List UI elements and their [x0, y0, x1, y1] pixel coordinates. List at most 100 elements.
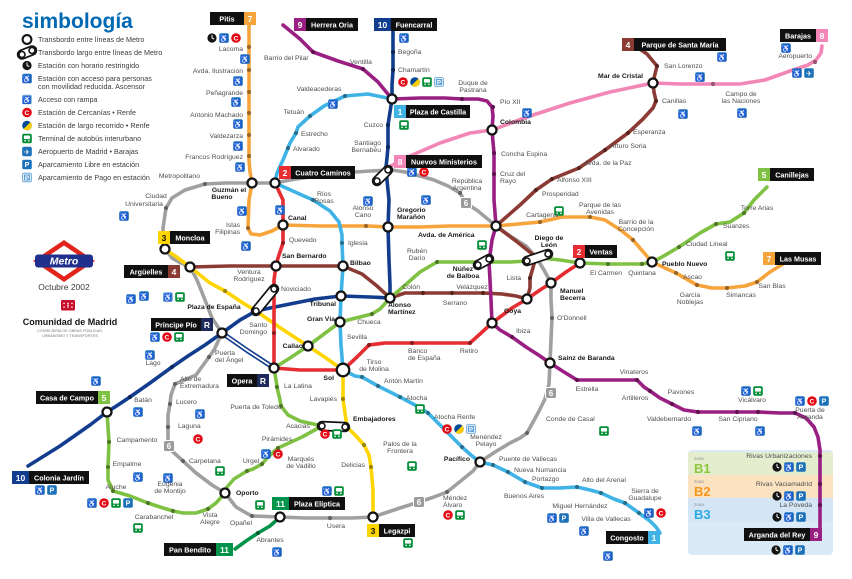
transfer-station[interactable]	[521, 293, 533, 305]
transfer-station[interactable]	[486, 317, 498, 329]
station-valdezarza[interactable]: ♿Valdezarza	[210, 133, 244, 151]
station-plaza-de-castilla[interactable]	[399, 120, 409, 130]
station-tick[interactable]	[576, 165, 582, 171]
station-tick[interactable]	[639, 261, 645, 267]
station-tick[interactable]	[467, 340, 473, 346]
station-tick[interactable]	[449, 290, 455, 296]
station-tick[interactable]	[602, 147, 608, 153]
station-tick[interactable]	[172, 381, 178, 387]
station-colonia-jard-n[interactable]: ♿P	[35, 485, 57, 495]
station-chueca[interactable]: Chueca	[357, 319, 381, 326]
station-tick[interactable]	[653, 98, 659, 104]
station-suanzes[interactable]: Suanzes	[723, 223, 750, 230]
station-tick[interactable]	[246, 110, 252, 116]
station-tick[interactable]	[205, 506, 211, 512]
station-tick[interactable]	[340, 396, 346, 402]
station-tick[interactable]	[259, 461, 265, 467]
station-plaza-de-espa-a[interactable]: ♿Plaza de España	[139, 291, 241, 311]
transfer-station[interactable]	[545, 277, 557, 289]
station-tick[interactable]	[539, 485, 545, 491]
station-tick[interactable]	[792, 410, 798, 416]
station-sainz-de-baranda[interactable]: Sainz de Baranda	[558, 355, 615, 362]
station-tick[interactable]	[361, 442, 367, 448]
station-tick[interactable]	[409, 340, 415, 346]
station-arg-elles[interactable]: ♿	[126, 294, 136, 304]
station-tick[interactable]	[420, 290, 426, 296]
station-tick[interactable]	[636, 510, 642, 516]
station-mar-de-cristal[interactable]: ♿Mar de Cristal	[598, 52, 727, 80]
station-tick[interactable]	[369, 311, 375, 317]
station-tick[interactable]	[755, 409, 761, 415]
station-tick[interactable]	[587, 214, 593, 220]
station-tick[interactable]	[694, 282, 700, 288]
station-tick[interactable]	[385, 122, 391, 128]
station-simancas[interactable]: Simancas	[726, 292, 756, 299]
station-tick[interactable]	[713, 221, 719, 227]
station-tick[interactable]	[169, 364, 175, 370]
station-tick[interactable]	[246, 44, 252, 50]
station-tribunal[interactable]: Tribunal	[310, 301, 337, 308]
station-col-n[interactable]: Colón	[402, 284, 420, 291]
station-callao[interactable]: Callao	[283, 343, 303, 350]
station-tick[interactable]	[222, 288, 228, 294]
station-tick[interactable]	[375, 383, 381, 389]
station-congosto[interactable]: ♿	[603, 551, 613, 561]
station-san-blas[interactable]: San Blas	[758, 283, 786, 290]
station-pe-agrande[interactable]: ♿Peñagrande	[206, 90, 243, 107]
station-tick[interactable]	[533, 187, 539, 193]
station-portazgo[interactable]: Portazgo	[532, 476, 559, 483]
transfer-station[interactable]	[646, 256, 658, 268]
station-san-bernardo[interactable]: San Bernardo	[282, 253, 327, 260]
transfer-station[interactable]	[277, 219, 289, 231]
transfer-station[interactable]	[335, 362, 351, 378]
station-lista[interactable]: Lista	[507, 275, 522, 282]
station-san-cipriano[interactable]: ♿San Cipriano	[718, 416, 765, 436]
station-tetu-n[interactable]: Tetuán	[284, 109, 305, 116]
station-la-latina[interactable]: La Latina	[284, 383, 312, 390]
station-tick[interactable]	[246, 89, 252, 95]
station-alvarado[interactable]: Alvarado	[293, 146, 320, 153]
station-tick[interactable]	[105, 464, 111, 470]
station-tick[interactable]	[390, 67, 396, 73]
station-tick[interactable]	[339, 240, 345, 246]
station-tick[interactable]	[310, 49, 316, 55]
station-avda-ilustraci-n[interactable]: ♿Avda. Ilustración	[193, 68, 243, 86]
station-tick[interactable]	[634, 377, 640, 383]
station-tick[interactable]	[647, 388, 653, 394]
station-quintana[interactable]: Quintana	[628, 270, 656, 277]
station-tick[interactable]	[491, 171, 497, 177]
station-tick[interactable]	[368, 464, 374, 470]
station-tick[interactable]	[695, 409, 701, 415]
station-fuencarral[interactable]: ♿	[399, 33, 409, 43]
station-tick[interactable]	[165, 424, 171, 430]
station-alfonso-xiii[interactable]: Alfonso XIII	[557, 177, 592, 184]
station-valdeacederas[interactable]: ♿Valdeacederas	[297, 86, 342, 109]
station-metropolitano[interactable]: Metropolitano	[159, 173, 200, 180]
station-noviciado[interactable]: Noviciado	[281, 286, 311, 293]
station-pitis[interactable]: ♿C	[207, 33, 241, 43]
station-estrella[interactable]: Estrella	[576, 386, 599, 393]
transfer-station[interactable]	[274, 511, 286, 523]
transfer-station[interactable]	[647, 77, 659, 89]
station-lacoma[interactable]: ♿Lacoma	[219, 46, 250, 64]
transfer-station[interactable]	[544, 357, 556, 369]
station-vic-lvaro[interactable]: ♿Vicálvaro	[738, 386, 766, 404]
transfer-station[interactable]	[184, 261, 196, 273]
